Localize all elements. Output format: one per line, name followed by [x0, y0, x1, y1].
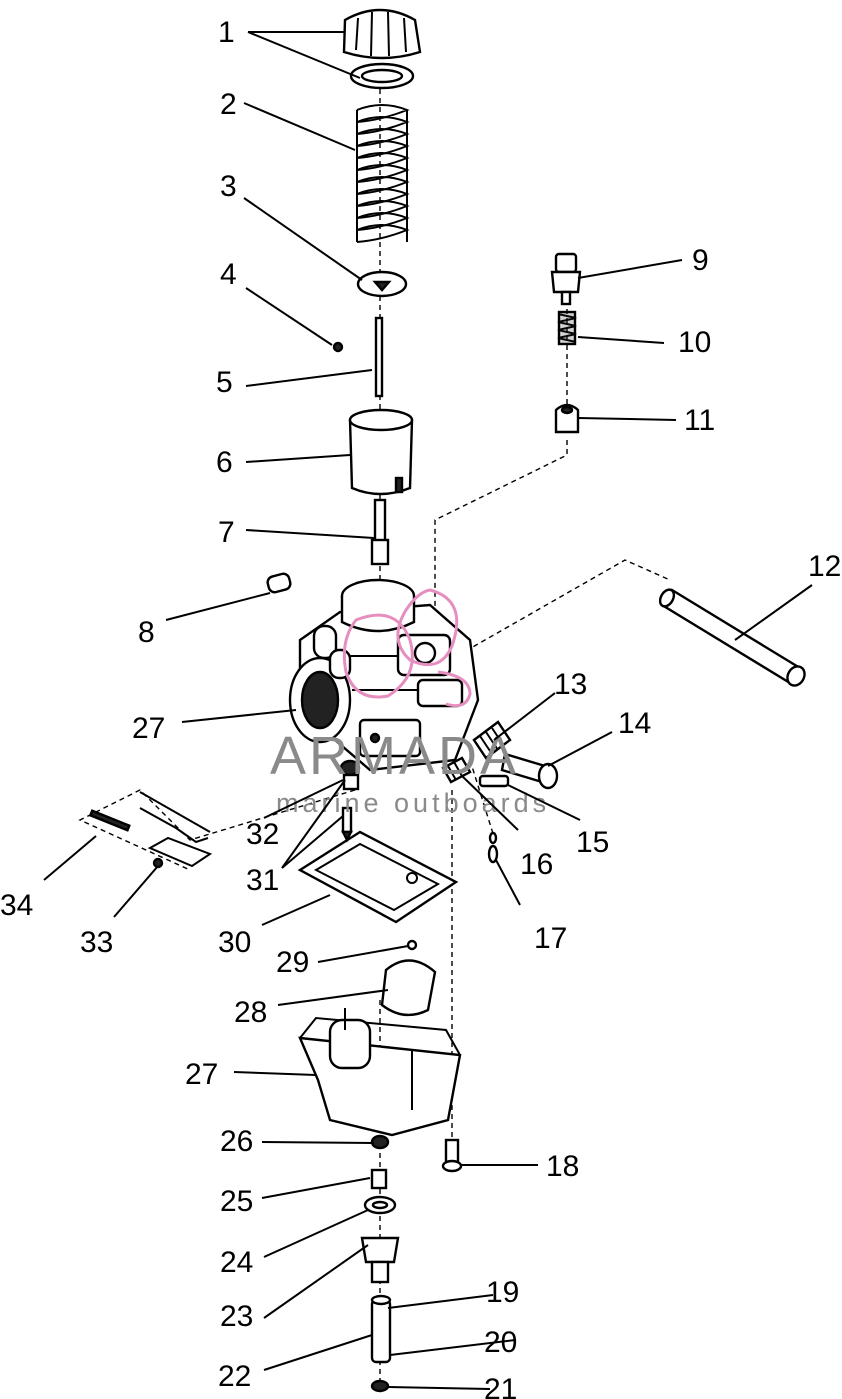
callout-19: 19: [486, 1276, 519, 1309]
part-jet-holder: [370, 1134, 390, 1150]
part-float-pin: [406, 939, 418, 951]
callout-22: 22: [218, 1360, 251, 1393]
part-air-screw: [500, 752, 559, 790]
part-gauge: [88, 791, 213, 869]
part-needle-jet: [370, 498, 390, 566]
callout-7: 7: [218, 516, 235, 549]
part-needle-valve: [341, 806, 353, 843]
callout-5: 5: [216, 366, 233, 399]
part-spring: [356, 104, 410, 243]
callout-16: 16: [520, 848, 553, 881]
leader-lines: [43, 31, 813, 1390]
part-valve-seat: [339, 759, 361, 791]
part-o-ring: [487, 831, 499, 864]
callout-3: 3: [220, 170, 237, 203]
part-adjuster-spring: [557, 310, 577, 346]
callout-29: 29: [276, 946, 309, 979]
callout-12: 12: [808, 550, 841, 583]
callout-21: 21: [484, 1373, 517, 1399]
callout-1: 1: [218, 16, 235, 49]
callout-28: 28: [234, 996, 267, 1029]
callout-25: 25: [220, 1185, 253, 1218]
callout-23: 23: [220, 1300, 253, 1333]
part-cable-adjuster: [550, 252, 582, 306]
part-cap: [342, 8, 422, 90]
callout-8: 8: [138, 616, 155, 649]
callout-26: 26: [220, 1125, 253, 1158]
callout-24: 24: [220, 1246, 253, 1279]
callout-14: 14: [618, 707, 651, 740]
part-e-clip: [332, 341, 344, 353]
part-plug: [266, 572, 292, 594]
callout-9: 9: [692, 244, 709, 277]
callout-33: 33: [80, 926, 113, 959]
callout-27-lower: 27: [185, 1058, 218, 1091]
callout-4: 4: [220, 258, 237, 291]
part-drain-washer: [370, 1379, 390, 1393]
part-fuel-tube: [658, 588, 806, 687]
callout-13: 13: [554, 668, 587, 701]
watermark-brand: ARMADA: [270, 726, 519, 786]
part-drain-plug: [360, 1236, 400, 1284]
callout-27-upper: 27: [132, 712, 165, 745]
part-pilot-spring: [441, 756, 472, 784]
callout-34: 34: [0, 889, 33, 922]
part-adjuster-cap: [554, 403, 580, 434]
part-washer: [363, 1195, 397, 1215]
part-float-bowl: [298, 1008, 462, 1137]
callout-18: 18: [546, 1150, 579, 1183]
part-pilot-screw: [478, 774, 510, 788]
part-throttle-slide: [348, 408, 414, 496]
part-clip-plate: [356, 270, 408, 298]
part-main-jet: [370, 1168, 388, 1190]
callout-6: 6: [216, 446, 233, 479]
part-drain-tube: [370, 1294, 392, 1364]
part-air-screw-spring: [472, 720, 512, 760]
callout-32: 32: [246, 818, 279, 851]
callouts: 1 2 3 4 5 6 7 8 9 10 11 12 13 14 15 16 1…: [0, 16, 841, 1399]
part-bowl-screw: [441, 1138, 463, 1173]
callout-30: 30: [218, 926, 251, 959]
part-jet-needle: [374, 316, 384, 398]
part-gasket: [297, 830, 459, 924]
callout-2: 2: [220, 88, 237, 121]
callout-20: 20: [484, 1326, 517, 1359]
callout-31: 31: [246, 864, 279, 897]
callout-15: 15: [576, 826, 609, 859]
callout-11: 11: [684, 404, 715, 437]
watermark-logo-icon: [342, 588, 472, 708]
part-float: [380, 959, 437, 1017]
callout-17: 17: [534, 922, 567, 955]
callout-10: 10: [678, 326, 711, 359]
